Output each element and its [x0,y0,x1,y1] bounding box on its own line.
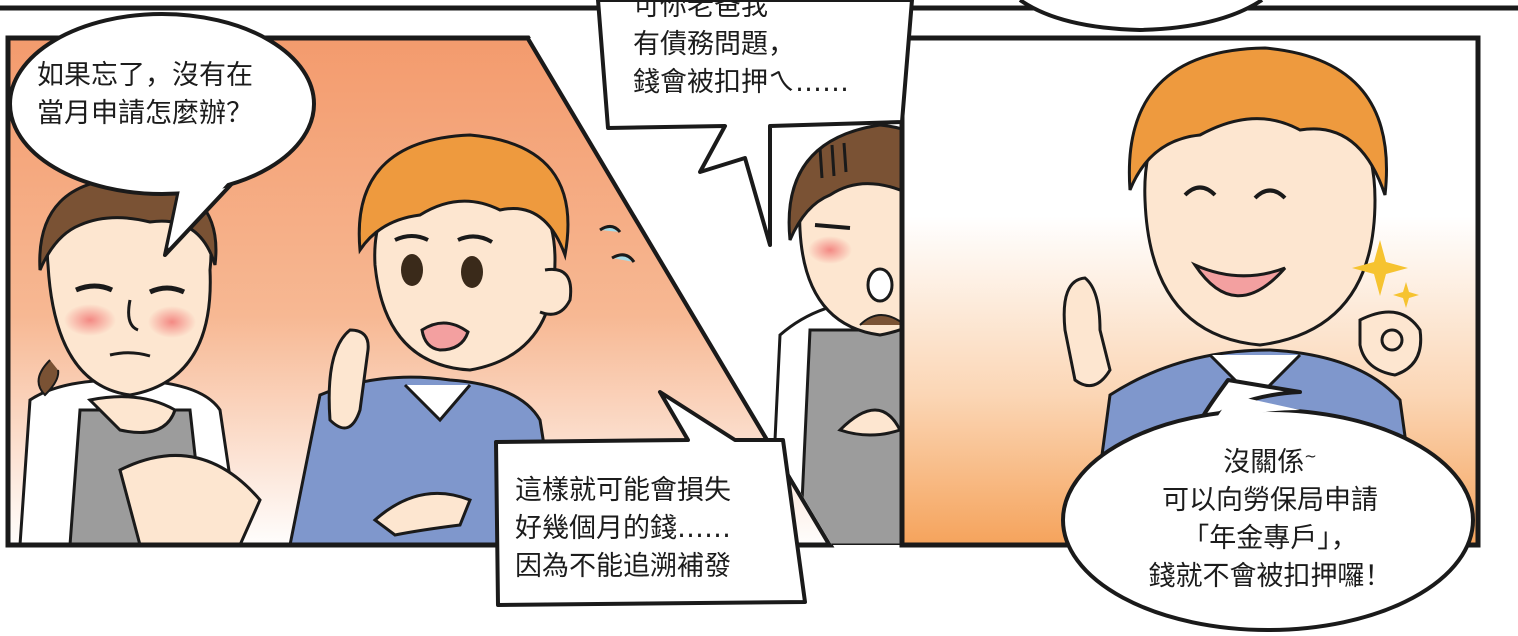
bubble-worry-shape [596,0,914,247]
speech-question-line-1: 如果忘了，沒有在 [37,60,253,91]
speech-answer-line-2: 可以向勞保局申請 [1162,485,1378,516]
speech-question: 如果忘了，沒有在 當月申請怎麼辦？ [37,57,253,133]
speech-consequence-line-2: 好幾個月的錢…… [515,513,731,544]
speech-worry-line-3: 錢會被扣押ㄟ…… [633,67,849,98]
speech-consequence: 這樣就可能會損失 好幾個月的錢…… 因為不能追溯補發 [515,472,731,586]
speech-answer-line-4: 錢就不會被扣押囉！ [1148,561,1392,592]
speech-worry: 可你老爸我 有債務問題， 錢會被扣押ㄟ…… [633,0,849,102]
character-father-sweating [768,123,902,545]
speech-worry-line-2: 有債務問題， [633,29,795,60]
speech-worry-line-1: 可你老爸我 [633,0,768,22]
speech-consequence-line-3: 因為不能追溯補發 [515,551,731,582]
tilde-mark: ~ [1304,447,1317,465]
bubble-question-shape [8,12,316,257]
speech-consequence-line-1: 這樣就可能會損失 [515,475,731,506]
speech-answer: 沒關係~ 可以向勞保局申請 「年金專戶」， 錢就不會被扣押囉！ [1070,437,1470,596]
character-son-worried [288,133,636,545]
bubble-consequence-shape [494,390,807,607]
panel-1-border [5,35,835,548]
sparkle-icon [1352,240,1419,308]
speech-answer-line-3: 「年金專戶」， [1182,523,1358,554]
bubble-answer-shape [1061,378,1475,632]
speech-question-line-2: 當月申請怎麼辦？ [37,98,253,129]
speech-answer-line-1: 沒關係~ [1223,447,1317,478]
